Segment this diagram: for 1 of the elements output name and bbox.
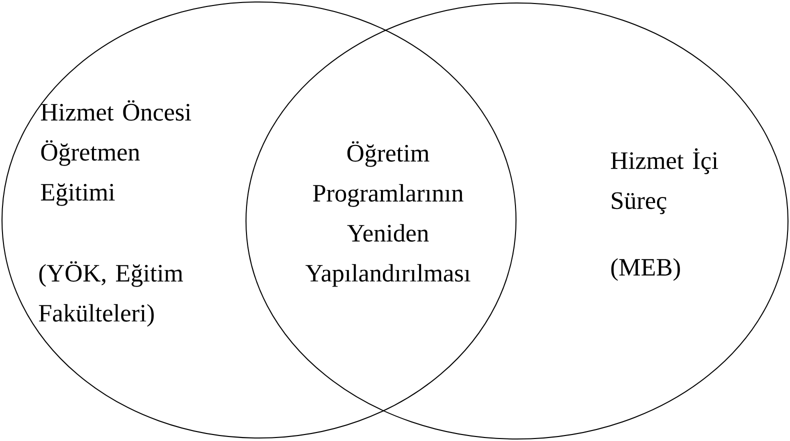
- overlap-label: Öğretim Programlarının Yeniden Yapılandırılması: [306, 141, 470, 287]
